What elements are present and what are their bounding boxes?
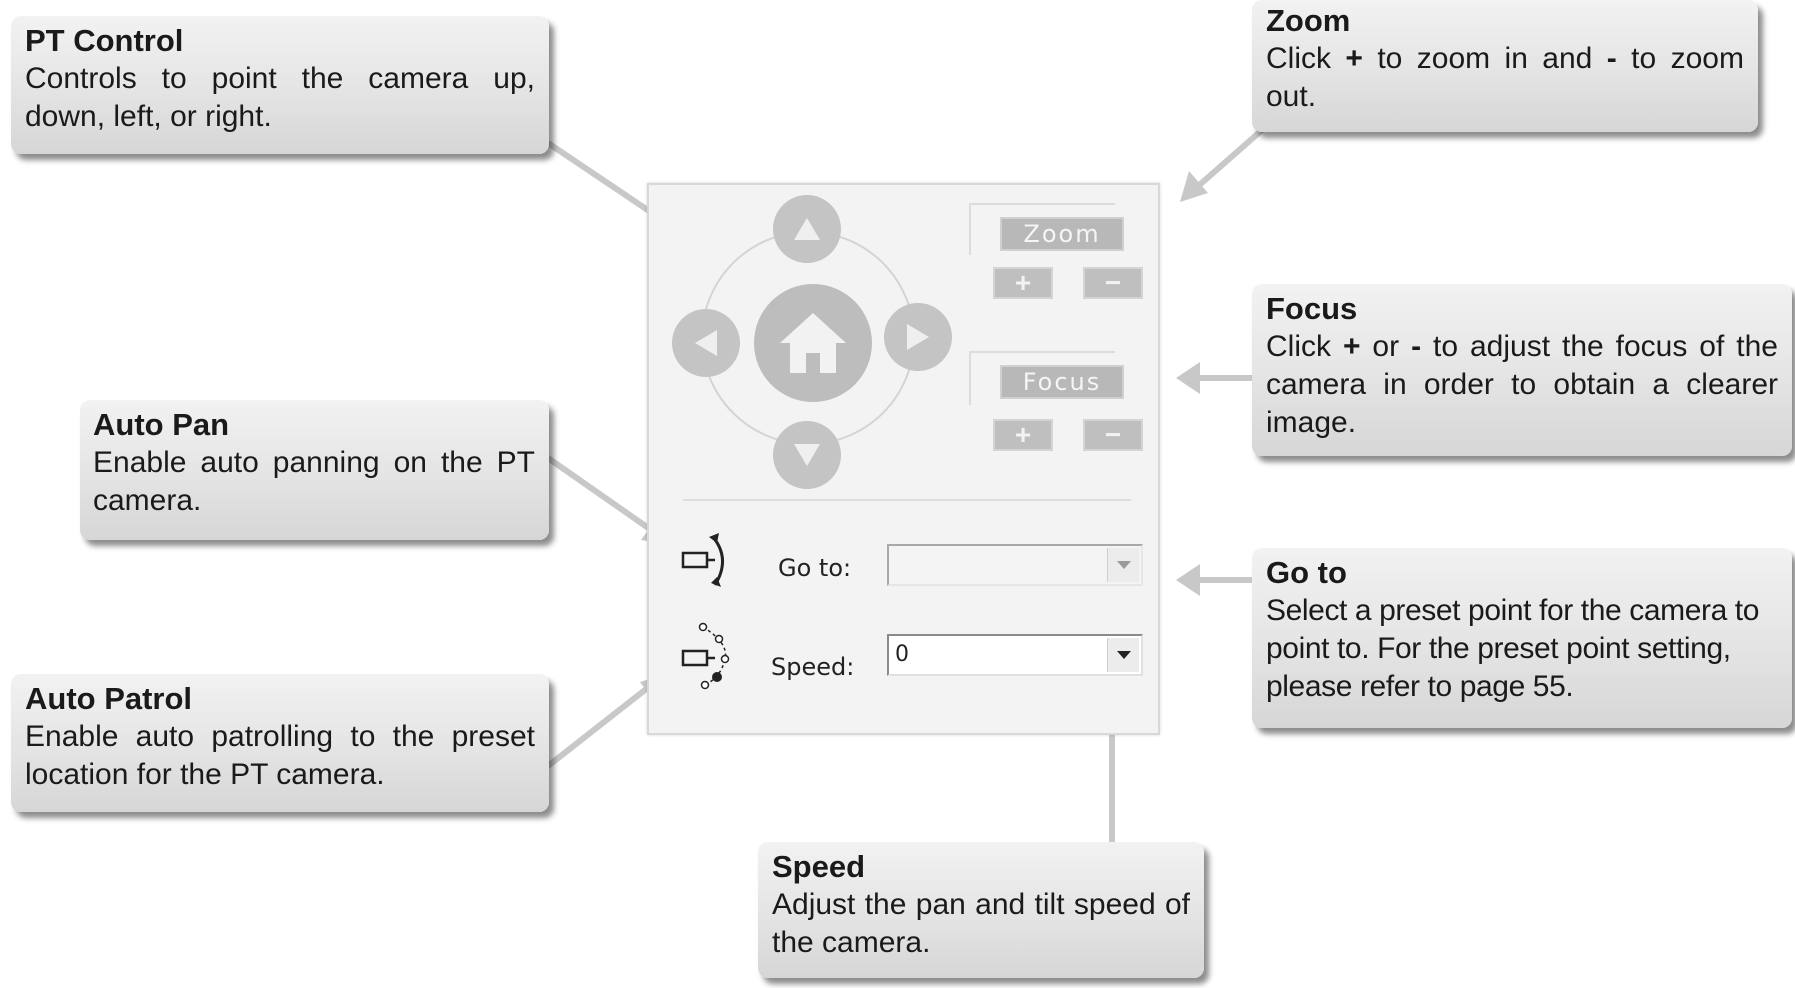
zoom-label: Zoom bbox=[1000, 217, 1124, 251]
callout-title: Go to bbox=[1266, 555, 1347, 590]
home-button[interactable] bbox=[754, 284, 872, 402]
callout-auto-pan: Auto Pan Enable auto panning on the PT c… bbox=[80, 400, 549, 540]
callout-body: Controls to point the camera up, down, l… bbox=[25, 62, 535, 133]
minus-symbol: - bbox=[1411, 330, 1422, 363]
focus-in-button[interactable]: + bbox=[993, 419, 1053, 451]
callout-title: Speed bbox=[772, 849, 866, 884]
callout-title: Zoom bbox=[1266, 3, 1351, 38]
callout-title: Focus bbox=[1266, 291, 1358, 326]
text-fragment: to zoom in and bbox=[1362, 42, 1607, 75]
arrow-left-icon bbox=[695, 330, 717, 356]
callout-pt-control: PT Control Controls to point the camera … bbox=[11, 16, 549, 154]
pan-down-button[interactable] bbox=[773, 421, 841, 489]
dropdown-button[interactable] bbox=[1107, 548, 1139, 582]
arrowhead-go-to bbox=[1176, 564, 1200, 596]
text-fragment: or bbox=[1360, 330, 1412, 363]
arrowhead-zoom bbox=[1180, 171, 1208, 202]
focus-label: Focus bbox=[1000, 365, 1124, 399]
zoom-in-button[interactable]: + bbox=[993, 267, 1053, 299]
text-fragment: Click bbox=[1266, 330, 1343, 363]
ptz-control-panel: Zoom + − Focus + − Go to: Speed: 0 bbox=[647, 183, 1160, 735]
callout-title: Auto Patrol bbox=[25, 681, 193, 716]
arrow-up-icon bbox=[794, 218, 820, 240]
callout-title: PT Control bbox=[25, 23, 184, 58]
plus-symbol: + bbox=[1345, 42, 1363, 75]
goto-select[interactable] bbox=[887, 544, 1143, 586]
panel-divider bbox=[683, 499, 1131, 501]
callout-go-to: Go to Select a preset point for the came… bbox=[1252, 548, 1792, 728]
pan-up-button[interactable] bbox=[773, 195, 841, 263]
callout-speed: Speed Adjust the pan and tilt speed of t… bbox=[758, 842, 1204, 978]
focus-out-button[interactable]: − bbox=[1083, 419, 1143, 451]
arrowhead-focus bbox=[1176, 362, 1200, 394]
arrow-down-icon bbox=[794, 444, 820, 466]
callout-body: Click + to zoom in and - to zoom out. bbox=[1266, 40, 1744, 116]
callout-focus: Focus Click + or - to adjust the focus o… bbox=[1252, 284, 1792, 456]
pan-right-button[interactable] bbox=[884, 303, 952, 371]
chevron-down-icon bbox=[1116, 651, 1131, 659]
text-fragment: Click bbox=[1266, 42, 1346, 75]
arrow-zoom bbox=[1194, 127, 1264, 191]
callout-body: Click + or - to adjust the focus of the … bbox=[1266, 328, 1778, 442]
callout-body: Select a preset point for the camera to … bbox=[1266, 594, 1760, 703]
speed-label: Speed: bbox=[771, 653, 855, 681]
speed-value: 0 bbox=[895, 642, 909, 667]
arrow-right-icon bbox=[907, 324, 929, 350]
chevron-down-icon bbox=[1116, 561, 1131, 569]
zoom-out-button[interactable]: − bbox=[1083, 267, 1143, 299]
callout-title: Auto Pan bbox=[93, 407, 230, 442]
plus-symbol: + bbox=[1342, 330, 1361, 363]
callout-body: Enable auto patrolling to the preset loc… bbox=[25, 720, 535, 791]
goto-label: Go to: bbox=[778, 554, 852, 582]
callout-body: Adjust the pan and tilt speed of the cam… bbox=[772, 888, 1190, 959]
home-icon bbox=[780, 313, 846, 373]
callout-auto-patrol: Auto Patrol Enable auto patrolling to th… bbox=[11, 674, 549, 812]
minus-symbol: - bbox=[1606, 42, 1617, 75]
auto-patrol-icon[interactable] bbox=[679, 621, 741, 691]
arrow-auto-pan bbox=[546, 455, 659, 537]
speed-select[interactable]: 0 bbox=[887, 634, 1143, 676]
text-fragment: to adjust the focus of the camera in ord… bbox=[1266, 330, 1778, 439]
focus-group bbox=[969, 351, 1115, 405]
text-fragment: to zoom out. bbox=[1266, 42, 1744, 113]
zoom-group bbox=[969, 203, 1115, 255]
callout-zoom: Zoom Click + to zoom in and - to zoom ou… bbox=[1252, 0, 1758, 132]
pan-left-button[interactable] bbox=[672, 309, 740, 377]
callout-body: Enable auto panning on the PT camera. bbox=[93, 446, 535, 517]
auto-pan-icon[interactable] bbox=[679, 531, 741, 593]
arrow-auto-patrol bbox=[546, 683, 652, 769]
dropdown-button[interactable] bbox=[1107, 638, 1139, 672]
